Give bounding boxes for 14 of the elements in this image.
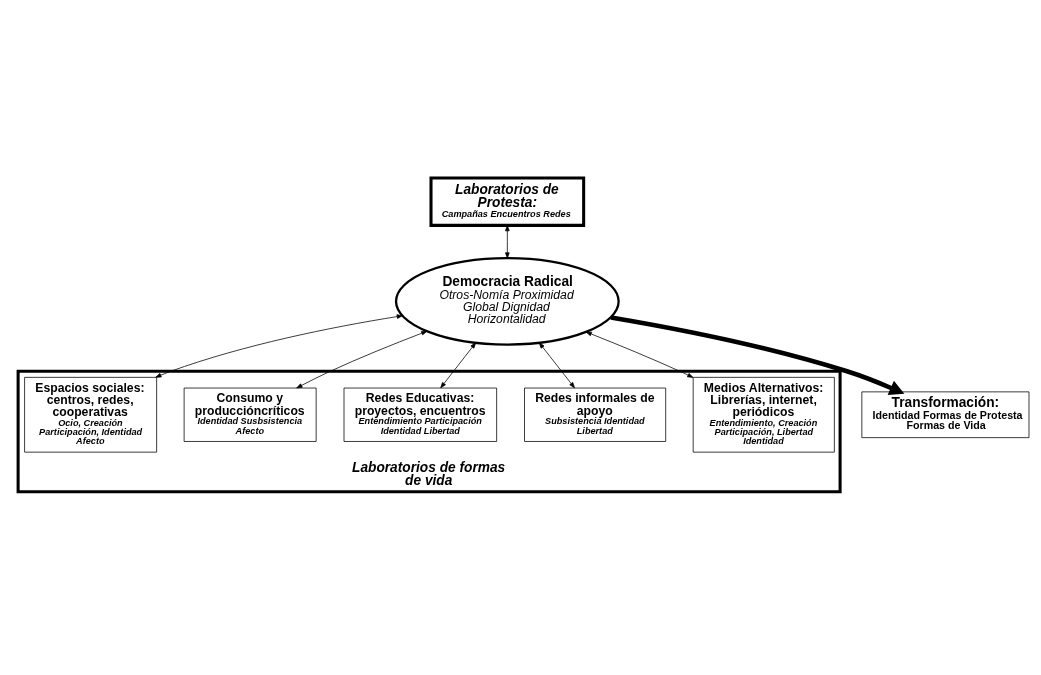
- arrow: [155, 313, 403, 378]
- arrow: [538, 341, 575, 388]
- arrow: [296, 330, 428, 388]
- node-box: Espacios sociales: centros, redes, cooperativas Ocio, Creación Participación, Identidad Afecto: [24, 376, 157, 453]
- node-box: Laboratorios de Protesta: Campañas Encuentros Redes: [429, 176, 586, 227]
- arrow: [505, 224, 510, 258]
- node-box: Transformación: Identidad Formas de Protesta Formas de Vida: [861, 391, 1030, 438]
- arrow: [585, 331, 694, 378]
- node-box: Redes informales de apoyo Subsistencia Identidad Libertad: [524, 387, 667, 442]
- node-box: Consumo y produccióncríticos Identidad Susbsistencia Afecto: [183, 387, 317, 442]
- arrow: [440, 341, 477, 388]
- node-box: Medios Alternativos: Librerías, internet, periódicos Entendimiento, Creación Participación, Libertad Identidad: [692, 376, 835, 453]
- arrow: [610, 314, 905, 395]
- node-box: Redes Educativas: proyectos, encuentros Entendimiento Participación Identidad Libertad: [343, 387, 498, 442]
